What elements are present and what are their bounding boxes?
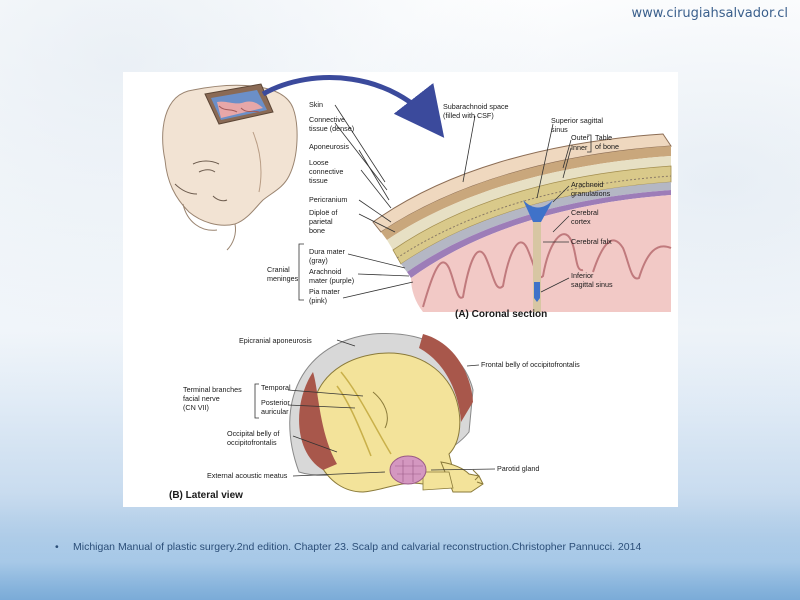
label-loose-3: tissue [309,176,328,185]
label-pericranium: Pericranium [309,195,347,204]
label-iss-2: sagittal sinus [571,280,613,289]
bullet-marker: • [55,541,59,553]
head-drawing [162,83,298,251]
label-cortex-1: Cerebral [571,208,599,217]
label-subarachnoid-2: (filled with CSF) [443,111,494,120]
label-sss-1: Superior sagittal [551,116,603,125]
label-arachnoid-2: mater (purple) [309,276,354,285]
label-meatus: External acoustic meatus [207,471,288,480]
coronal-section-drawing [372,133,672,312]
label-terminal-3: (CN VII) [183,403,209,412]
label-diploe-2: parietal [309,217,333,226]
coronal-leader-lines [298,104,592,301]
label-table-2: of bone [595,142,619,151]
label-falx: Cerebral falx [571,237,612,246]
site-url: www.cirugiahsalvador.cl [631,6,788,21]
label-connective-2: tissue (dense) [309,124,354,133]
reference-text: Michigan Manual of plastic surgery.2nd e… [73,541,642,553]
label-outer: Outer [571,133,590,142]
label-diploe-1: Diploë of [309,208,337,217]
label-table-1: Table [595,133,612,142]
lateral-view-drawing [289,332,484,493]
label-cortex-2: cortex [571,217,591,226]
caption-lateral: (B) Lateral view [169,490,243,501]
label-parotid: Parotid gland [497,464,539,473]
bottom-gradient-band [0,505,800,600]
label-dura-1: Dura mater [309,247,346,256]
label-cranial-1: Cranial [267,265,290,274]
label-skin: Skin [309,100,323,109]
anatomy-figure: Skin Connective tissue (dense) Aponeuros… [123,72,678,507]
label-terminal-2: facial nerve [183,394,220,403]
label-cranial-2: meninges [267,274,299,283]
label-loose-1: Loose [309,158,329,167]
label-posterior-1: Posterior [261,398,290,407]
label-arachnoid-1: Arachnoid [309,267,341,276]
label-granulations-1: Arachnoid [571,180,603,189]
label-occipital-1: Occipital belly of [227,429,279,438]
label-connective-1: Connective [309,115,345,124]
label-posterior-2: auricular [261,407,289,416]
label-dura-2: (gray) [309,256,328,265]
label-frontal-belly: Frontal belly of occipitofrontalis [481,360,580,369]
label-terminal-1: Terminal branches [183,385,242,394]
label-sss-2: sinus [551,125,568,134]
label-diploe-3: bone [309,226,325,235]
label-pia-1: Pia mater [309,287,340,296]
label-epicranial: Epicranial aponeurosis [239,336,312,345]
label-pia-2: (pink) [309,296,327,305]
label-subarachnoid-1: Subarachnoid space [443,102,509,111]
label-aponeurosis: Aponeurosis [309,142,349,151]
label-loose-2: connective [309,167,343,176]
label-granulations-2: granulations [571,189,611,198]
reference-citation: • Michigan Manual of plastic surgery.2nd … [55,541,775,553]
label-iss-1: Inferior [571,271,594,280]
label-occipital-2: occipitofrontalis [227,438,277,447]
caption-coronal: (A) Coronal section [455,309,547,320]
label-temporal: Temporal [261,383,291,392]
anatomy-illustration: Skin Connective tissue (dense) Aponeuros… [162,75,672,501]
label-inner: Inner [571,143,588,152]
curved-arrow [261,75,445,138]
lateral-leader-lines [254,339,496,477]
